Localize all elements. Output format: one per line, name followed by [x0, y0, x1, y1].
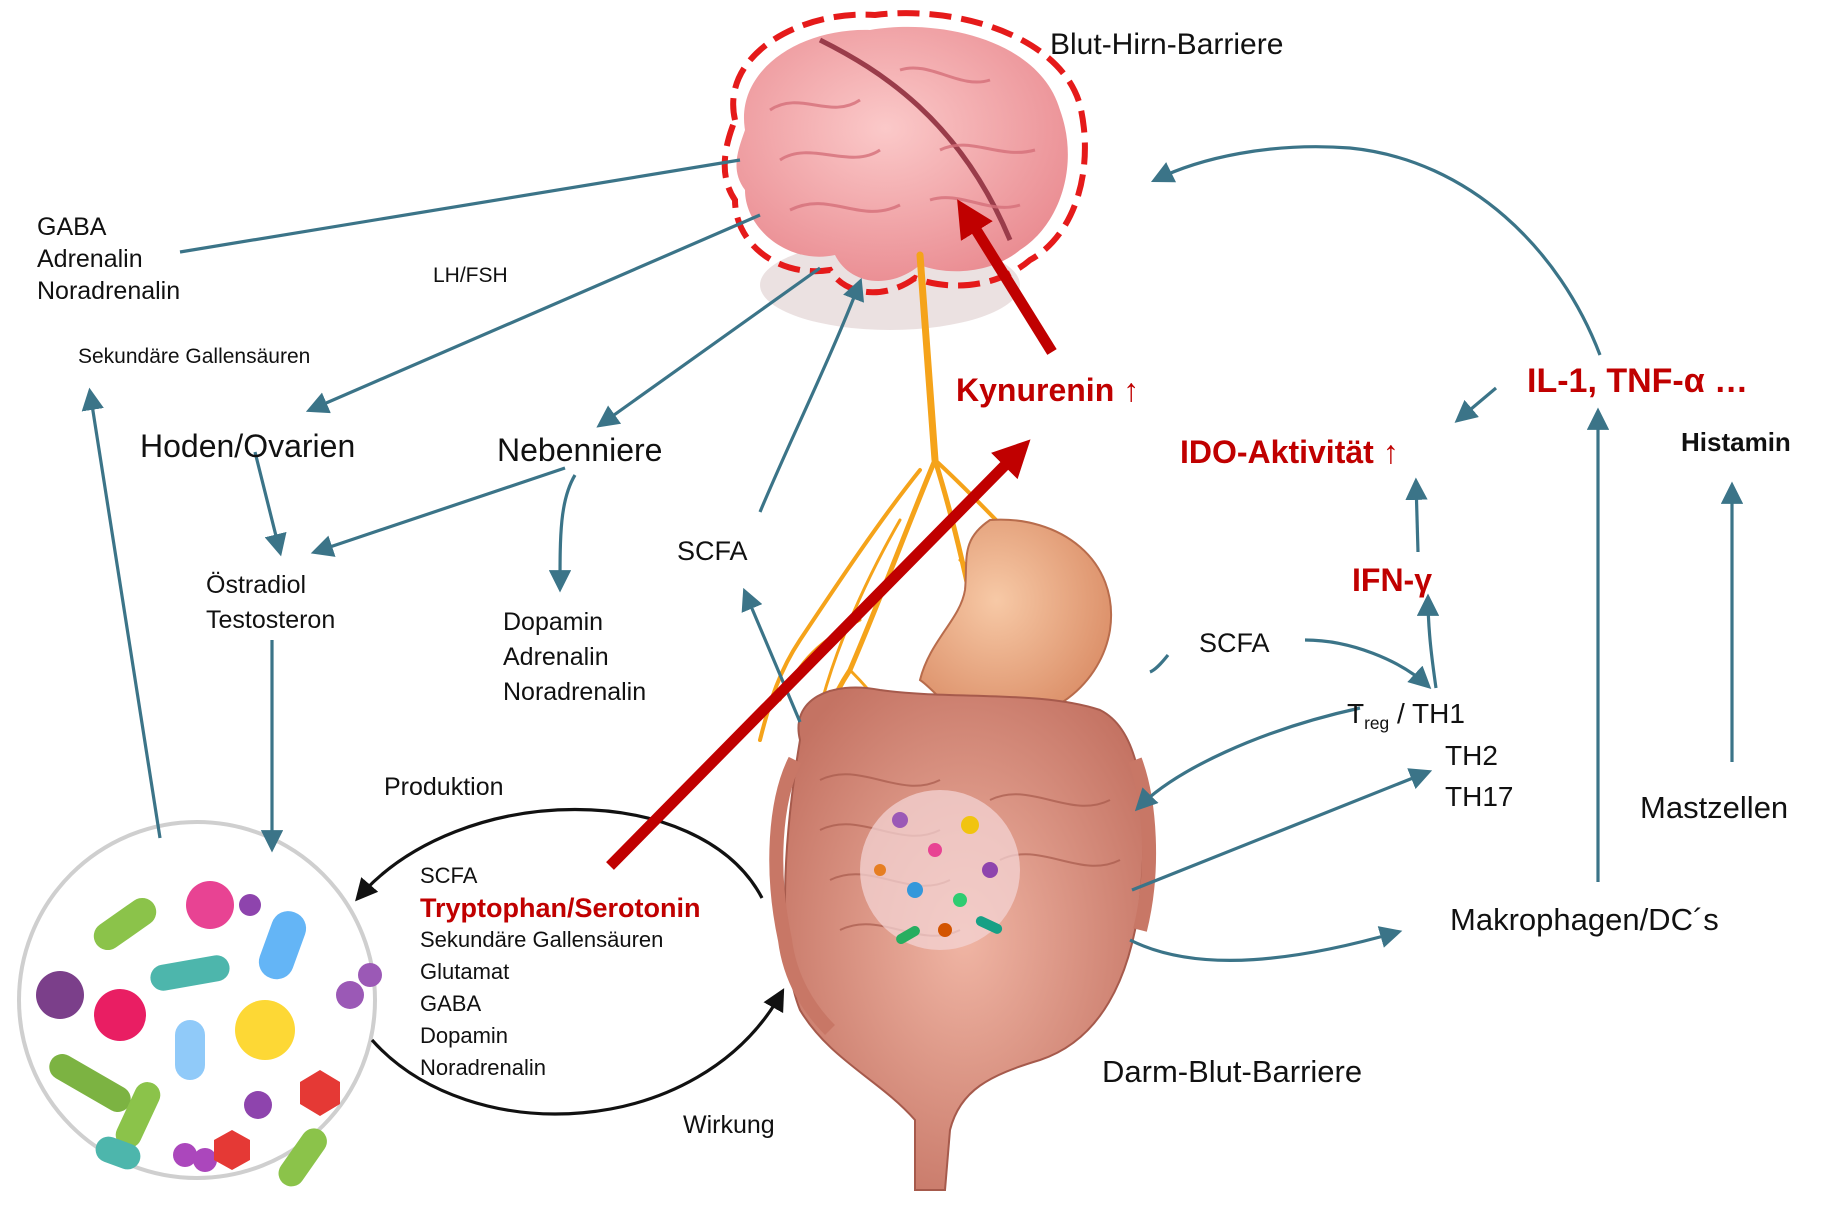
production-label: Produktion [384, 773, 504, 802]
arrow-gut-to-th2 [1132, 772, 1428, 890]
metabolite-noradrenalin: Noradrenalin [420, 1052, 701, 1084]
brain-icon [736, 27, 1067, 281]
adrenal-hormones: Dopamin Adrenalin Noradrenalin [503, 605, 646, 710]
neuro-gaba: GABA [37, 212, 180, 244]
hormone-dopamin: Dopamin [503, 605, 646, 640]
mast-cells-label: Mastzellen [1640, 790, 1788, 826]
histamine-label: Histamin [1681, 428, 1791, 458]
treg-subscript: reg [1364, 713, 1389, 733]
metabolite-scfa: SCFA [420, 860, 701, 892]
metabolite-dopamin: Dopamin [420, 1020, 701, 1052]
th17-label: TH17 [1445, 781, 1513, 813]
cytokines-label: IL-1, TNF-α … [1527, 362, 1748, 401]
metabolite-gaba: GABA [420, 988, 701, 1020]
arrow-brain-to-gaba [180, 160, 740, 252]
arrow-ifn-to-ido [1416, 482, 1418, 552]
scfa-gut-label: SCFA [1199, 628, 1270, 659]
arrow-brain-to-gonads [310, 215, 760, 410]
scfa-left-label: SCFA [677, 536, 748, 567]
ifn-gamma-label: IFN-γ [1352, 562, 1432, 599]
treg-th1-label: Treg / TH1 [1347, 698, 1465, 734]
hormone-estradiol: Östradiol [206, 568, 335, 603]
adrenal-label: Nebenniere [497, 432, 662, 469]
arrow-gonads-to-sex-hormones [255, 452, 280, 552]
neuro-adrenalin: Adrenalin [37, 244, 180, 276]
blood-brain-barrier-label: Blut-Hirn-Barriere [1050, 28, 1283, 63]
arrow-adrenal-to-sex-hormones [315, 468, 565, 552]
metabolite-bile-acids: Sekundäre Gallensäuren [420, 924, 701, 956]
ido-activity-label: IDO-Aktivität ↑ [1180, 434, 1399, 471]
metabolite-glutamat: Glutamat [420, 956, 701, 988]
hormone-noradrenalin: Noradrenalin [503, 675, 646, 710]
gonads-label: Hoden/Ovarien [140, 428, 355, 465]
sex-hormones: Östradiol Testosteron [206, 568, 335, 638]
brain-neurotransmitters: GABA Adrenalin Noradrenalin [37, 212, 180, 307]
neuro-noradrenalin: Noradrenalin [37, 276, 180, 308]
lh-fsh-label: LH/FSH [433, 264, 508, 288]
secondary-bile-acids-label: Sekundäre Gallensäuren [78, 345, 310, 369]
arrow-t-cells-to-gut [1138, 708, 1360, 808]
arrow-gut-to-scfa [1150, 655, 1168, 672]
hormone-testosterone: Testosteron [206, 603, 335, 638]
stomach-icon [920, 520, 1111, 722]
arrow-th1-to-ifn [1428, 598, 1436, 688]
arrow-adrenal-to-catecholamines [560, 475, 575, 588]
arrow-cytokines-to-ido [1458, 388, 1496, 420]
metabolite-tryptophan-serotonin: Tryptophan/Serotonin [420, 892, 701, 924]
arrow-scfa-gut-to-t-cells [1305, 640, 1428, 686]
arrow-gut-to-macrophages [1130, 932, 1398, 960]
effect-label: Wirkung [683, 1111, 775, 1140]
th2-label: TH2 [1445, 740, 1498, 772]
treg-label: T [1347, 698, 1364, 729]
th1-label: / TH1 [1397, 698, 1465, 729]
hormone-adrenalin: Adrenalin [503, 640, 646, 675]
kynurenine-label: Kynurenin ↑ [956, 372, 1139, 409]
macrophages-label: Makrophagen/DC´s [1450, 902, 1719, 938]
gut-blood-barrier-label: Darm-Blut-Barriere [1102, 1054, 1362, 1090]
arrow-cytokines-to-brain [1155, 147, 1600, 355]
arrow-brain-to-adrenal [600, 268, 820, 425]
microbial-metabolites: SCFA Tryptophan/Serotonin Sekundäre Gall… [420, 860, 701, 1084]
